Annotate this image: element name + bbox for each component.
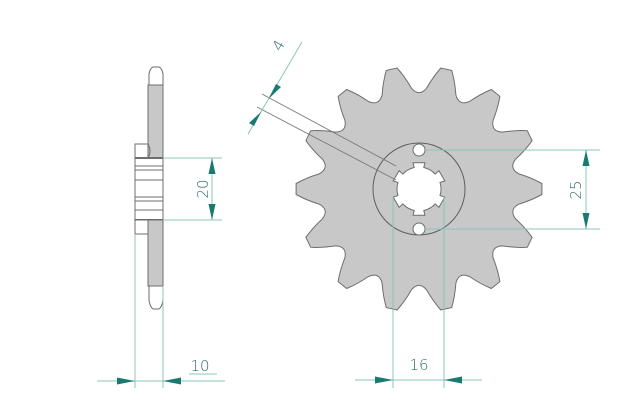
dimension-spline-diameter: 16 xyxy=(355,196,482,388)
bolt-hole-top xyxy=(412,143,426,157)
thickness-label: 10 xyxy=(190,357,209,375)
dimension-thickness: 10 xyxy=(97,234,225,388)
front-view: 4 25 16 xyxy=(247,37,600,388)
side-hub xyxy=(134,157,164,221)
side-blade-upper-tip xyxy=(148,66,164,86)
side-view: 20 10 xyxy=(97,66,225,388)
side-hub-shoulder-upper xyxy=(134,143,149,159)
hub-height-label: 20 xyxy=(194,179,212,198)
hole-spacing-label: 25 xyxy=(567,180,585,199)
side-chamfer-upper xyxy=(147,143,151,159)
dimension-hole-spacing: 25 xyxy=(425,149,600,230)
bolt-hole-bottom xyxy=(412,222,426,236)
spline-hole xyxy=(392,162,446,216)
side-blade-upper xyxy=(147,84,164,159)
side-blade-lower xyxy=(147,219,164,287)
spline-diameter-label: 16 xyxy=(409,356,428,374)
dimension-hub-height: 20 xyxy=(163,157,222,221)
side-hub-shoulder-lower xyxy=(134,219,149,235)
side-blade-lower-tip xyxy=(148,285,164,310)
chain-width-label: 4 xyxy=(268,37,288,54)
